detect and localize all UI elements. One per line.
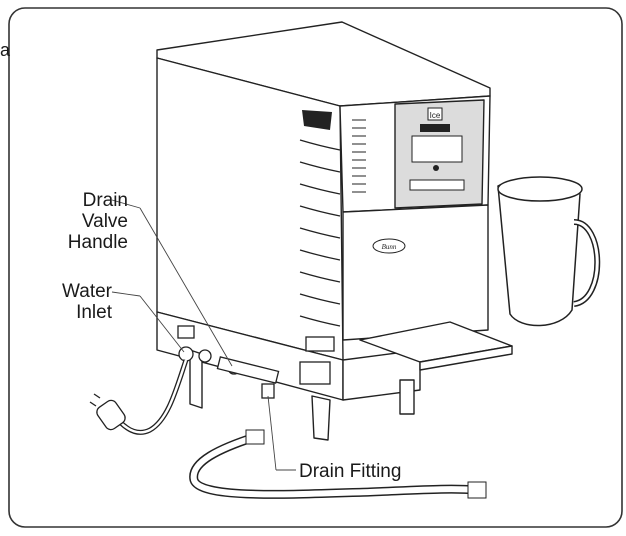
label-line: Valve (81, 211, 128, 232)
button-panel (411, 135, 463, 163)
drain-valve-body (216, 356, 280, 384)
machine-side (156, 57, 344, 361)
brand-logo-text: Bunn (382, 243, 397, 251)
frame-border (8, 7, 623, 528)
drain-fitting (261, 383, 275, 399)
pitcher (497, 176, 601, 327)
water-inlet-label: Water Inlet (62, 281, 112, 323)
drain-valve-handle-label: Drain Valve Handle (68, 190, 128, 253)
rear-port-1 (177, 325, 195, 339)
edge-mark: a (0, 40, 11, 60)
leg-front-right (399, 379, 415, 415)
label-line: Drain (82, 190, 128, 211)
hose-fitting-right (467, 481, 487, 499)
leg-back (189, 349, 203, 409)
label-line: Water (62, 281, 112, 302)
power-cord (118, 359, 189, 435)
front-lower (342, 204, 489, 341)
water-inlet-fitting (178, 346, 194, 362)
side-vents (299, 139, 341, 327)
rear-port-2 (305, 336, 335, 352)
hose-fitting-left (245, 429, 265, 445)
drain-fitting-label: Drain Fitting (299, 461, 402, 482)
display-window (420, 124, 450, 132)
drip-tray-edge (419, 345, 513, 371)
front-vents (352, 119, 366, 193)
inlet-valve (198, 349, 212, 363)
badge-text: Ice (430, 111, 441, 120)
label-line: Handle (67, 232, 128, 253)
badge-icon (427, 107, 443, 121)
brand-logo-icon (372, 238, 406, 254)
power-plug-icon (89, 393, 126, 431)
nameplate (409, 179, 465, 191)
leader-lines (111, 199, 296, 471)
leg-front-left (311, 395, 331, 441)
label-line: Inlet (76, 302, 112, 323)
rear-label-plate (299, 361, 331, 385)
top-handle-icon (302, 110, 332, 130)
indicator-icon (433, 165, 439, 171)
